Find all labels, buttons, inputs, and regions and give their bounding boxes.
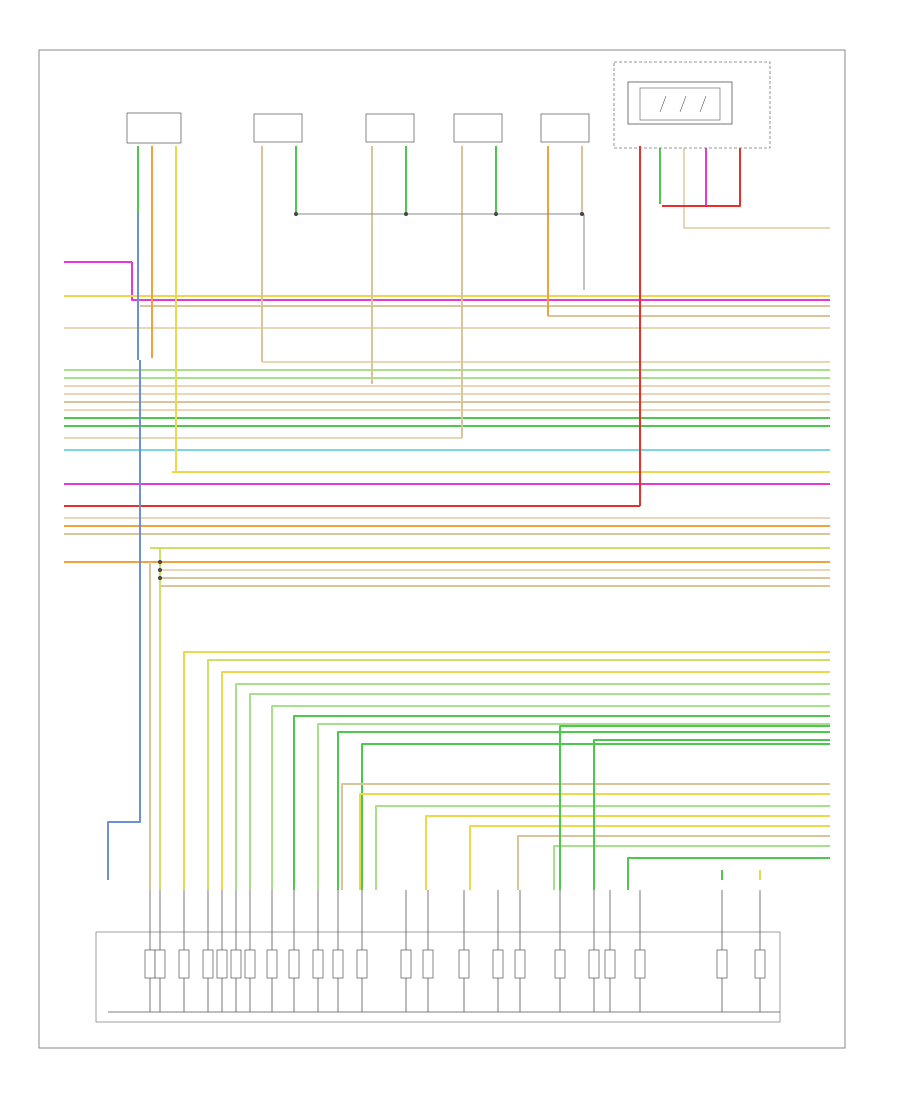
wire-57 — [337, 731, 830, 890]
bottom-symbol-18 — [554, 890, 566, 1012]
wire-49 — [183, 651, 830, 890]
bottom-module — [95, 931, 781, 1023]
bottom-symbol-10 — [312, 890, 324, 1012]
wire-45 — [683, 148, 830, 229]
bottom-symbol-8 — [266, 890, 278, 1012]
bottom-symbol-21 — [634, 890, 646, 1012]
bottom-symbol-6 — [230, 890, 242, 1012]
wire-54 — [271, 705, 830, 890]
bottom-symbol-2 — [154, 890, 166, 1012]
bottom-symbol-17 — [514, 890, 526, 1012]
wire-61 — [375, 805, 830, 890]
bottom-symbol-16 — [492, 890, 504, 1012]
bottom-symbol-9 — [288, 890, 300, 1012]
wire-66 — [627, 857, 830, 890]
wire-64 — [517, 835, 830, 890]
top-component-1 — [126, 112, 182, 144]
bottom-symbol-13 — [400, 890, 412, 1012]
splice-dot-7 — [158, 576, 162, 580]
bottom-symbols — [108, 890, 780, 1013]
wire-60 — [359, 793, 830, 890]
bottom-symbol-1 — [144, 890, 156, 1012]
wire-63 — [469, 825, 830, 890]
top-component-4 — [453, 113, 503, 143]
wire-53 — [249, 693, 830, 890]
bottom-symbol-22 — [716, 890, 728, 1012]
wire-59 — [341, 783, 830, 890]
bottom-symbol-4 — [202, 890, 214, 1012]
wire-51 — [221, 671, 830, 890]
bottom-symbol-7 — [244, 890, 256, 1012]
wire-48 — [107, 370, 141, 880]
bottom-symbol-5 — [216, 890, 228, 1012]
wire-56 — [317, 723, 830, 890]
splice-dot-6 — [158, 568, 162, 572]
wire-62 — [425, 815, 830, 890]
bottom-symbol-11 — [332, 890, 344, 1012]
splice-dot-2 — [494, 212, 498, 216]
wire-52 — [235, 683, 830, 890]
wire-55 — [293, 715, 830, 890]
bottom-symbol-19 — [588, 890, 600, 1012]
diagram-frame — [38, 49, 846, 1049]
bottom-symbol-12 — [356, 890, 368, 1012]
wire-58 — [361, 743, 830, 890]
bottom-symbol-14 — [422, 890, 434, 1012]
wire-68 — [593, 739, 830, 890]
wire-47 — [662, 148, 741, 207]
splice-dot-3 — [580, 212, 584, 216]
wire-30 — [137, 214, 141, 370]
wire-50 — [207, 659, 830, 890]
wire-2 — [131, 262, 830, 301]
top-component-3 — [365, 113, 415, 143]
splice-dot-4 — [294, 212, 298, 216]
bottom-symbol-20 — [604, 890, 616, 1012]
wire-layer — [64, 146, 830, 890]
bottom-symbol-3 — [178, 890, 190, 1012]
splice-points — [158, 212, 584, 580]
bottom-symbol-23 — [754, 890, 766, 1012]
top-component-2 — [253, 113, 303, 143]
bottom-symbol-15 — [458, 890, 470, 1012]
relay-box — [613, 61, 771, 149]
splice-dot-1 — [404, 212, 408, 216]
wire-65 — [553, 845, 830, 890]
splice-dot-5 — [158, 560, 162, 564]
wire-67 — [559, 725, 830, 890]
top-component-5 — [540, 113, 590, 143]
